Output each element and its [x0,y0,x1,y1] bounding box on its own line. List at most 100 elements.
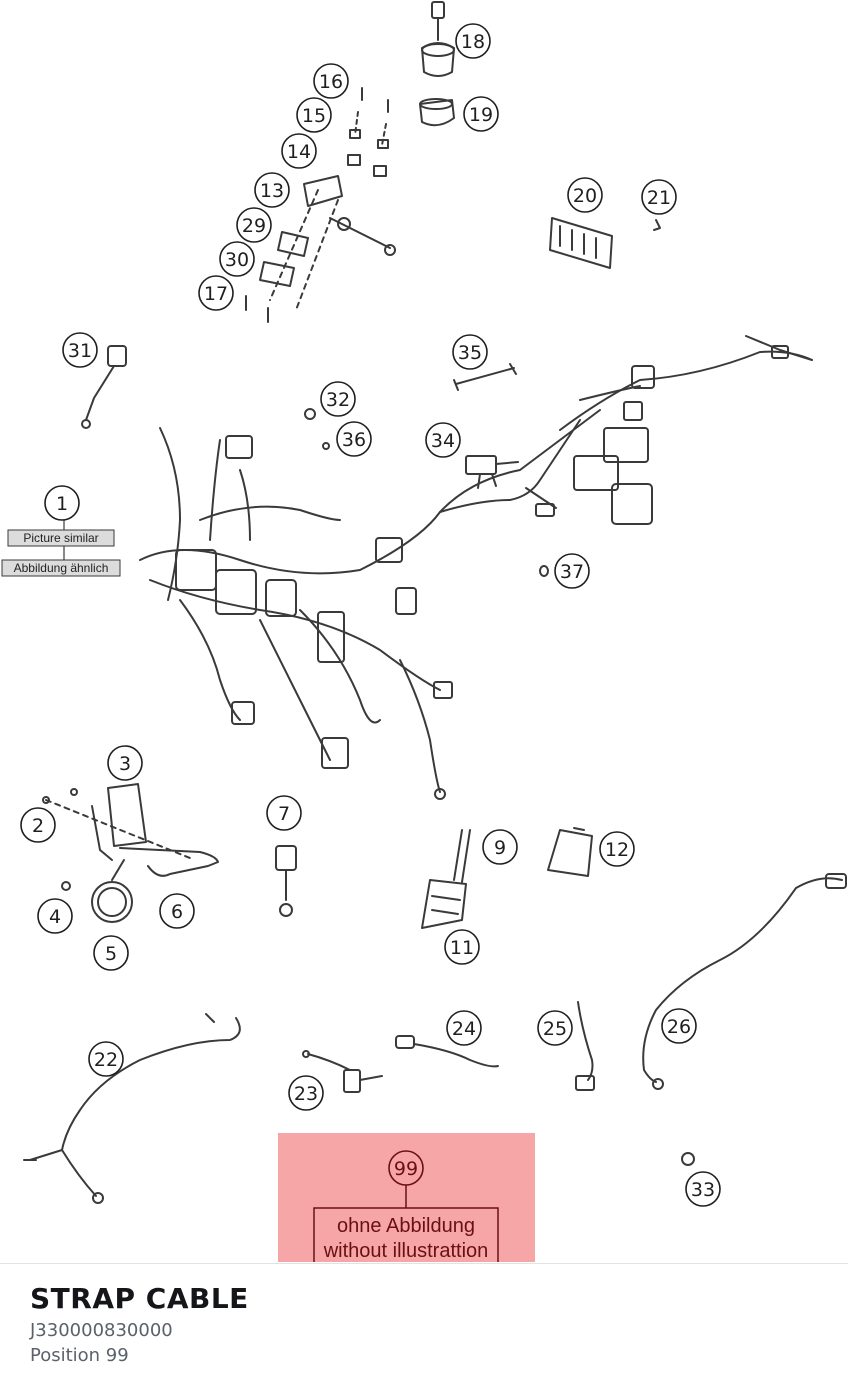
callout-circle [446,1010,482,1046]
exploded-parts-diagram: ohne Abbildung without illustrattion Pic… [1,1,847,1262]
callout-20: 20 [567,177,603,213]
callout-26: 26 [661,1008,697,1044]
part-22-drawing [23,1013,241,1204]
part-number: J330000830000 [30,1320,173,1341]
callout-label: 12 [605,839,629,861]
part-info-panel: STRAP CABLE J330000830000 Position 99 [0,1263,848,1390]
part-position: Position 99 [30,1345,129,1366]
callout-16: 16 [313,63,349,99]
callout-3: 3 [107,745,143,781]
part-26-drawing [642,873,847,1090]
callout-label: 7 [278,803,290,825]
callout-19: 19 [463,96,499,132]
part-21-drawing [653,219,661,231]
callout-label: 3 [119,753,131,775]
callout-circle [567,177,603,213]
part-23-drawing [302,1050,383,1093]
callout-circle [288,1075,324,1111]
part-20-drawing [549,217,613,269]
callout-label: 14 [287,141,311,163]
callout-circle [93,935,129,971]
callout-14: 14 [281,133,317,169]
callout-label: 13 [260,180,284,202]
part-31-drawing [81,345,127,429]
callout-13: 13 [254,172,290,208]
callout-circle [88,1041,124,1077]
part-32-36-drawing [304,408,330,450]
horn-assembly-drawing [42,783,219,923]
part-37-drawing [539,565,549,577]
callout-9: 9 [482,829,518,865]
callout-circle [452,334,488,370]
label-box-picture-similar [7,529,115,547]
part-25-drawing [575,1001,595,1091]
callout-5: 5 [93,935,129,971]
callout-label: 9 [494,837,506,859]
callout-circle [661,1008,697,1044]
callout-circle [296,97,332,133]
callout-circle [388,1150,424,1186]
callout-circle [336,421,372,457]
callout-circle [641,179,677,215]
note-box-without-illustration [313,1207,499,1262]
callout-label: 25 [543,1018,567,1040]
label-box-abbildung-aehnlich [1,559,121,577]
callout-circle [159,893,195,929]
callout-circle [537,1010,573,1046]
note-abbildung-aehnlich: Abbildung ähnlich [14,561,109,575]
callout-21: 21 [641,179,677,215]
callout-circle [320,381,356,417]
callout-label: 6 [171,901,183,923]
part-19-drawing [419,98,455,127]
callout-12: 12 [599,831,635,867]
callout-18: 18 [455,23,491,59]
callout-circle [44,485,80,521]
callout-label: 29 [242,215,266,237]
part-24-drawing [395,1035,499,1068]
callout-circle [482,829,518,865]
part-34-drawing [465,455,519,489]
part-33-drawing [681,1152,695,1166]
callout-circle [37,898,73,934]
callout-label: 19 [469,104,493,126]
callout-25: 25 [537,1010,573,1046]
callout-2: 2 [20,807,56,843]
callout-label: 33 [691,1179,715,1201]
callout-label: 22 [94,1049,118,1071]
callout-7: 7 [266,795,302,831]
callout-label: 32 [326,389,350,411]
callout-34: 34 [425,422,461,458]
callout-31: 31 [62,332,98,368]
callout-36: 36 [336,421,372,457]
callout-circle [254,172,290,208]
part-title: STRAP CABLE [30,1282,249,1315]
callout-label: 24 [452,1018,476,1040]
callout-circle [463,96,499,132]
callout-6: 6 [159,893,195,929]
callout-label: 1 [56,493,68,515]
callout-1: 1 [44,485,80,521]
callout-label: 26 [667,1016,691,1038]
callout-label: 17 [204,283,228,305]
callout-label: 16 [319,71,343,93]
callout-circle [281,133,317,169]
callout-24: 24 [446,1010,482,1046]
callout-4: 4 [37,898,73,934]
callout-11: 11 [444,929,480,965]
callout-35: 35 [452,334,488,370]
callout-37: 37 [554,553,590,589]
callout-circle [599,831,635,867]
callout-circle [198,275,234,311]
callout-15: 15 [296,97,332,133]
callout-23: 23 [288,1075,324,1111]
callout-circle [236,207,272,243]
callout-22: 22 [88,1041,124,1077]
callout-circle [554,553,590,589]
bracket-assembly-drawing [245,87,396,323]
callout-29: 29 [236,207,272,243]
callout-circle [455,23,491,59]
callout-17: 17 [198,275,234,311]
callout-99: 99 [388,1150,424,1186]
callout-label: 20 [573,185,597,207]
